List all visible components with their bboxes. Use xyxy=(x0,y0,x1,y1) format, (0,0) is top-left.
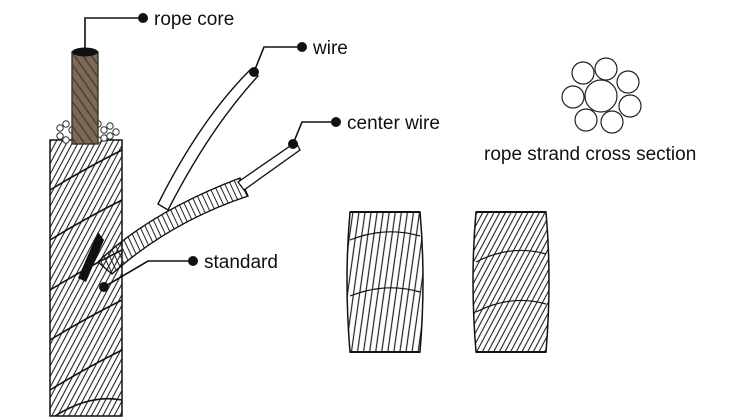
strand-cross-section xyxy=(561,57,642,134)
label-cross-section: rope strand cross section xyxy=(484,144,696,165)
leader-wire xyxy=(249,42,307,77)
strand-sample-regular xyxy=(346,211,424,353)
label-standard: standard xyxy=(204,252,278,273)
label-center-wire: center wire xyxy=(347,113,440,134)
strand-sample-lang-lay xyxy=(472,211,550,353)
single-wire xyxy=(157,69,260,211)
label-rope-core: rope core xyxy=(154,9,234,30)
peeled-strand xyxy=(96,177,249,275)
leader-rope-core xyxy=(84,13,148,48)
leader-center-wire xyxy=(288,117,341,149)
leader-standard xyxy=(99,256,198,292)
rope-core-shape xyxy=(71,47,99,145)
label-wire: wire xyxy=(312,38,348,59)
rope-body xyxy=(49,139,123,417)
center-wire-shape xyxy=(237,141,301,191)
